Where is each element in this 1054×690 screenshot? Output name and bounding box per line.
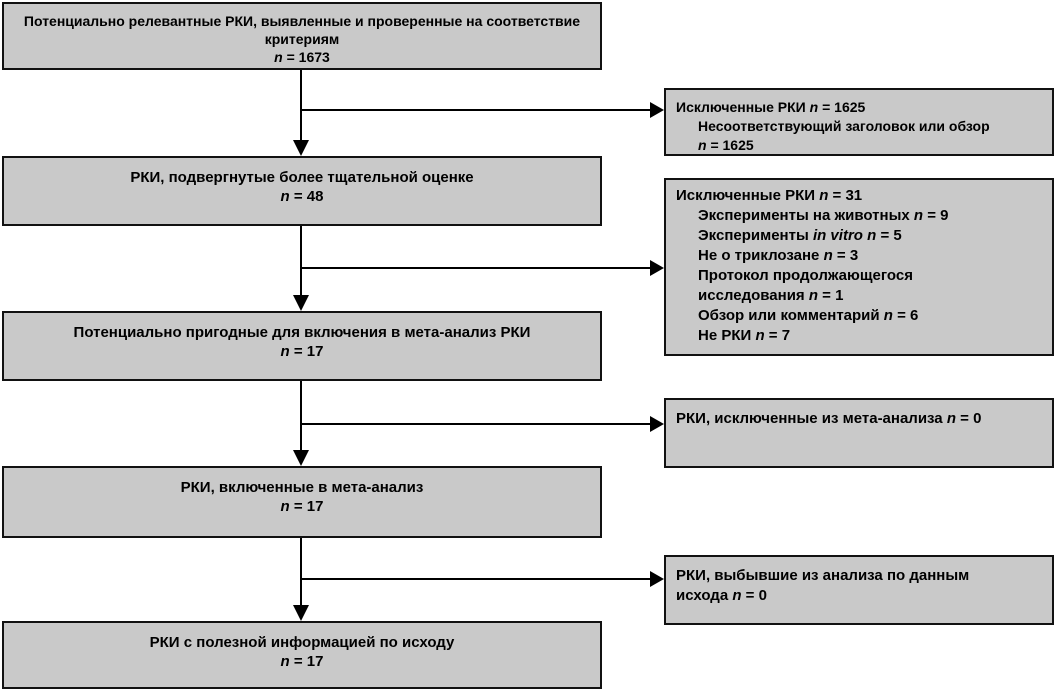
box-eligible-count: n = 17	[280, 343, 324, 360]
arrowhead-right-1	[650, 102, 664, 118]
box-outcome-info: РКИ с полезной информацией по исходу n =…	[2, 621, 602, 689]
exclusion-reason-protocol-cont: исследования n = 1	[698, 287, 844, 304]
exclusion-1-reason-count: n = 1625	[698, 137, 754, 153]
arrowhead-down-3	[293, 450, 309, 466]
box-included-count: n = 17	[280, 498, 324, 515]
box-included-meta: РКИ, включенные в мета-анализ n = 17	[2, 466, 602, 538]
box-identified-title-cont: критериям	[264, 31, 340, 47]
box-identified-count: n = 1673	[274, 49, 330, 65]
exclusion-box-1: Исключенные РКИ n = 1625 Несоответствующ…	[664, 88, 1054, 156]
exclusion-2-header: Исключенные РКИ n = 31	[676, 187, 863, 204]
exclusion-reason-animal: Эксперименты на животных n = 9	[698, 207, 949, 224]
box-included-title: РКИ, включенные в мета-анализ	[180, 479, 424, 496]
box-identified-title: Потенциально релевантные РКИ, выявленные…	[23, 13, 581, 29]
box-detailed-assessment: РКИ, подвергнутые более тщательной оценк…	[2, 156, 602, 226]
exclusion-reason-protocol: Протокол продолжающегося	[698, 267, 913, 284]
exclusion-1-reason: Несоответствующий заголовок или обзор	[698, 118, 990, 134]
exclusion-4-count: исхода n = 0	[676, 587, 767, 604]
arrowhead-down-4	[293, 605, 309, 621]
exclusion-box-2: Исключенные РКИ n = 31 Эксперименты на ж…	[664, 178, 1054, 356]
box-potentially-eligible: Потенциально пригодные для включения в м…	[2, 311, 602, 381]
arrowhead-right-3	[650, 416, 664, 432]
arrowhead-right-4	[650, 571, 664, 587]
exclusion-1-header: Исключенные РКИ n = 1625	[676, 99, 866, 115]
exclusion-reason-in-vitro: Эксперименты in vitro n = 5	[698, 227, 902, 244]
arrowhead-down-2	[293, 295, 309, 311]
exclusion-box-4: РКИ, выбывшие из анализа по данным исход…	[664, 555, 1054, 625]
exclusion-reason-review: Обзор или комментарий n = 6	[698, 307, 919, 324]
exclusion-box-3: РКИ, исключенные из мета-анализа n = 0	[664, 398, 1054, 468]
box-outcome-count: n = 17	[280, 653, 324, 670]
arrowhead-down-1	[293, 140, 309, 156]
exclusion-3-text: РКИ, исключенные из мета-анализа n = 0	[676, 410, 982, 427]
box-detailed-title: РКИ, подвергнутые более тщательной оценк…	[130, 169, 474, 186]
exclusion-reason-not-triclosan: Не о триклозане n = 3	[698, 247, 859, 264]
box-eligible-title: Потенциально пригодные для включения в м…	[73, 324, 531, 341]
exclusion-4-text: РКИ, выбывшие из анализа по данным	[676, 567, 970, 584]
box-detailed-count: n = 48	[280, 188, 324, 205]
exclusion-reason-not-rct: Не РКИ n = 7	[698, 327, 791, 344]
arrowhead-right-2	[650, 260, 664, 276]
box-identified-rct: Потенциально релевантные РКИ, выявленные…	[2, 2, 602, 70]
box-outcome-title: РКИ с полезной информацией по исходу	[149, 634, 455, 651]
